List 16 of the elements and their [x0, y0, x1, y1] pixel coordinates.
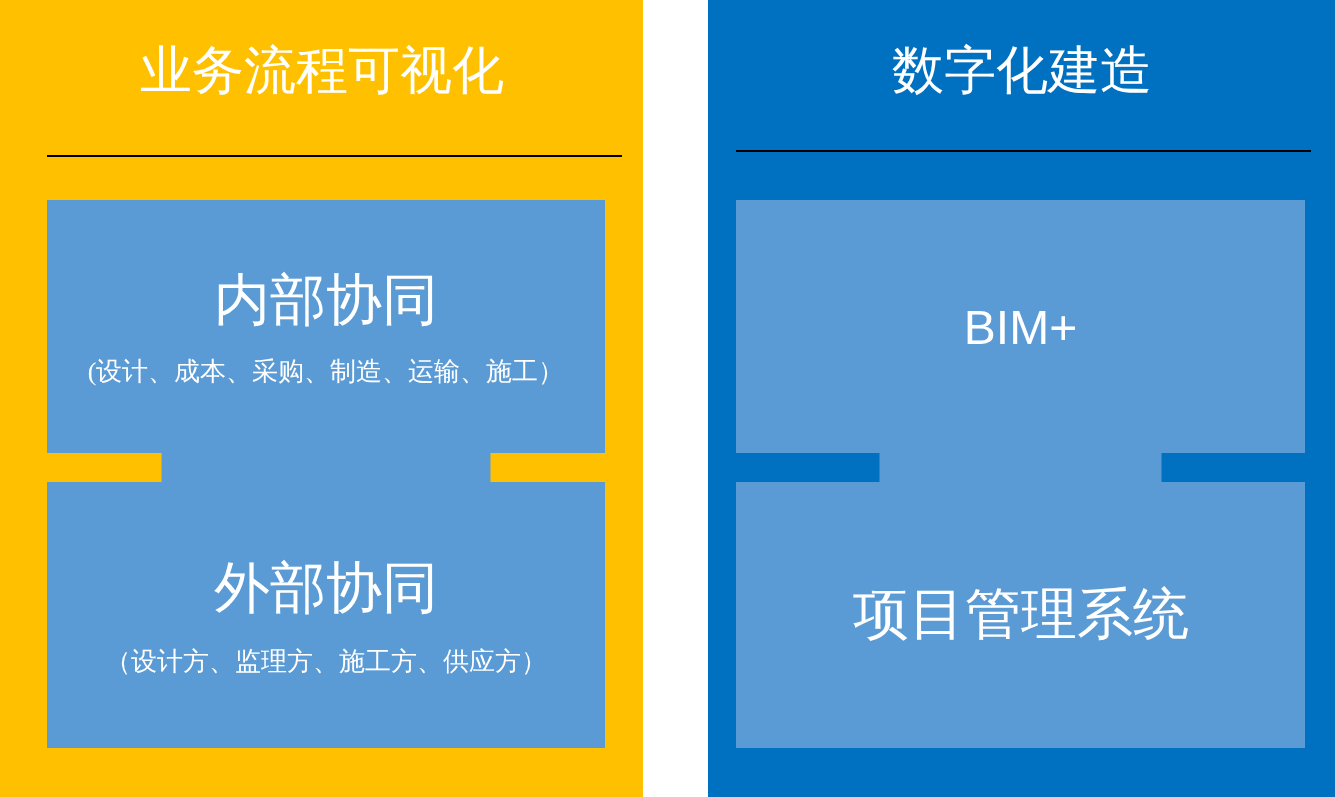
connector-band [879, 453, 1162, 482]
panel [0, 0, 643, 797]
panel-title: 数字化建造 [890, 42, 1153, 100]
panel-title: 业务流程可视化 [138, 42, 505, 100]
box-heading: BIM+ [962, 302, 1079, 355]
box-subtitle: （设计方、监理方、施工方、供应方） [104, 648, 548, 677]
box-heading: 项目管理系统 [851, 584, 1190, 646]
process-box [736, 200, 1305, 453]
process-box [47, 482, 605, 748]
box-heading: 外部协同 [213, 558, 439, 620]
box-heading: 内部协同 [213, 270, 439, 332]
process-box [736, 482, 1305, 748]
process-box [47, 200, 605, 453]
box-subtitle: (设计、成本、采购、制造、运输、施工） [86, 358, 566, 387]
panel [708, 0, 1335, 797]
connector-band [161, 453, 491, 482]
